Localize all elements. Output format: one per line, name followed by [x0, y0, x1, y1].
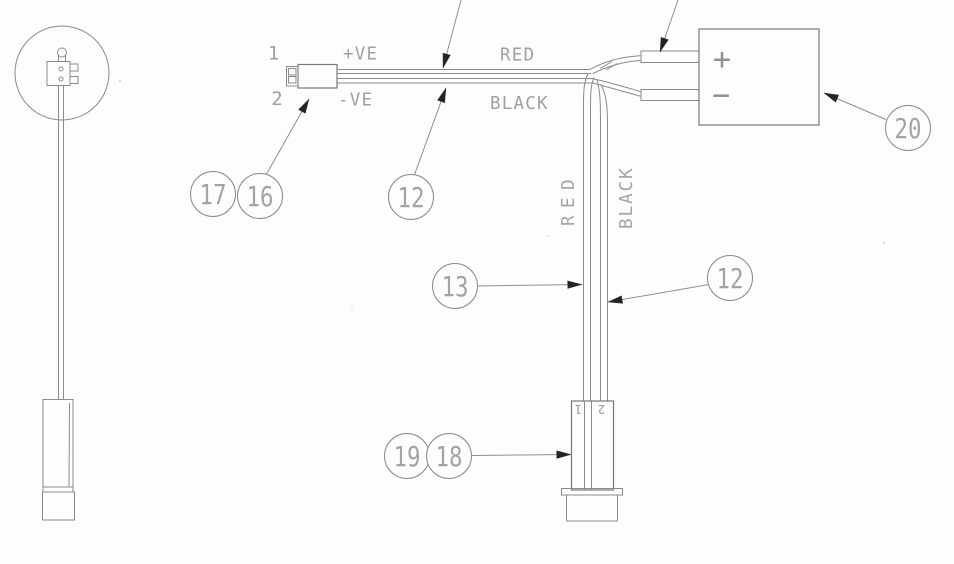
sender-float-tube — [42, 399, 75, 521]
sender-eyelet — [57, 47, 67, 62]
wire-red-vertical — [583, 105, 591, 401]
leader-to-positive-wire — [659, 0, 679, 53]
connector-b — [561, 400, 623, 522]
connector-a-body — [297, 63, 338, 89]
leader-lines — [265, 0, 887, 459]
callout-12-number: 12 — [398, 181, 425, 214]
callout-13-number: 13 — [442, 270, 469, 303]
connector-a-cap — [286, 66, 299, 87]
callout-12: 12 — [388, 174, 434, 220]
leader-callout-20-to-box — [823, 92, 887, 120]
callout-13: 13 — [432, 263, 478, 309]
negative-terminal-ferrule — [640, 89, 700, 101]
red-wire-label-horizontal: RED — [500, 46, 535, 66]
leader-callout-18-to-connector-b — [470, 450, 572, 459]
black-wire-label-horizontal: BLACK — [490, 94, 549, 114]
leader-to-red-wire-top — [442, 0, 462, 69]
wire-black-vertical — [600, 126, 608, 401]
connector-b-pin2-label: 2 — [598, 402, 605, 416]
leader-callout-16-to-connector-a — [265, 98, 310, 176]
leader-callout-12-to-black-wire — [413, 87, 447, 177]
scan-speckles — [118, 79, 886, 307]
callout-18: 18 — [426, 433, 472, 479]
sender-connector — [46, 61, 79, 86]
connector-a-pin2-label: 2 — [271, 88, 282, 110]
callout-12b-number: 12 — [717, 262, 744, 295]
wire-black-horizontal — [337, 78, 593, 84]
red-wire-label-vertical: RED — [559, 172, 579, 226]
connector-b-pin1-label: 1 — [575, 402, 582, 416]
callout-19-number: 19 — [394, 440, 421, 473]
battery-box — [698, 28, 820, 126]
connector-a-pin1-label: 1 — [268, 43, 279, 65]
callout-12b: 12 — [707, 255, 753, 301]
negative-ve-label: -VE — [338, 91, 373, 111]
battery-plus-symbol: + — [713, 42, 731, 77]
wire-splice-junction — [583, 55, 642, 129]
callout-20-number: 20 — [895, 112, 922, 145]
callout-19: 19 — [384, 433, 430, 479]
callout-16-number: 16 — [247, 180, 274, 213]
battery-minus-symbol: − — [712, 78, 730, 113]
connector-b-body — [570, 400, 615, 491]
leader-callout-12b-to-black-vertical — [607, 284, 710, 304]
positive-terminal-ferrule — [640, 50, 700, 63]
connector-b-plug — [566, 494, 618, 522]
connector-a — [286, 63, 338, 89]
callout-20: 20 — [885, 105, 931, 151]
callout-16: 16 — [237, 173, 283, 219]
black-wire-label-vertical: BLACK — [617, 166, 637, 229]
positive-ve-label: +VE — [343, 45, 378, 65]
callout-17-number: 17 — [200, 178, 227, 211]
wire-red-horizontal — [337, 69, 591, 74]
leader-callout-13-to-red-vertical — [476, 280, 583, 289]
sender-head-circle — [14, 25, 110, 121]
sender-stem — [58, 85, 64, 400]
fuel-sender-unit — [14, 25, 110, 521]
callout-17: 17 — [190, 171, 236, 217]
callout-18-number: 18 — [436, 440, 463, 473]
